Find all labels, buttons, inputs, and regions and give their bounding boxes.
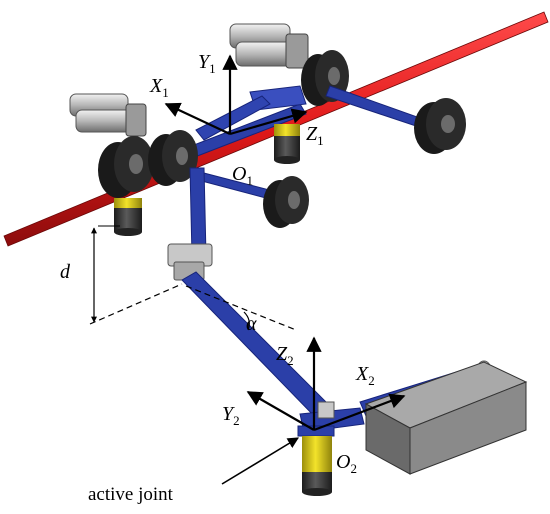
z1-axis: [229, 108, 308, 136]
o1-label: O1: [232, 163, 253, 188]
active-joint: [297, 425, 335, 496]
o2-label: O2: [336, 451, 357, 476]
vertical-post: [189, 167, 207, 257]
z1-label: Z1: [306, 123, 324, 148]
y2-axis: [246, 391, 315, 431]
upper-joint-left: [114, 198, 142, 236]
x2-label: X2: [355, 363, 375, 388]
frame-1-axes: [164, 54, 308, 136]
y2-label: Y2: [222, 403, 240, 428]
middle-bracket: [167, 243, 213, 281]
active-joint-pointer: [221, 437, 299, 485]
motor-rear-right: [229, 23, 309, 69]
alpha-label: α: [246, 313, 257, 335]
upper-joint-right: [274, 124, 300, 164]
y1-label: Y1: [198, 51, 216, 76]
wheel-rear-right: [301, 50, 349, 106]
x1-axis: [164, 102, 231, 135]
x2-axis: [313, 393, 406, 432]
wheel-front-center: [148, 130, 198, 186]
motor-rear-left: [69, 93, 147, 137]
d-label: d: [60, 261, 71, 283]
battery-box: [364, 361, 528, 475]
dimension-d: [89, 225, 297, 331]
z2-label: Z2: [276, 343, 294, 368]
active-joint-label: active joint: [88, 484, 174, 505]
wheel-side-right: [414, 98, 466, 154]
x1-label: X1: [149, 75, 169, 100]
wheel-rear-left: [98, 136, 154, 198]
frame-2-axes: [246, 336, 406, 432]
wheel-side-front: [263, 176, 309, 228]
